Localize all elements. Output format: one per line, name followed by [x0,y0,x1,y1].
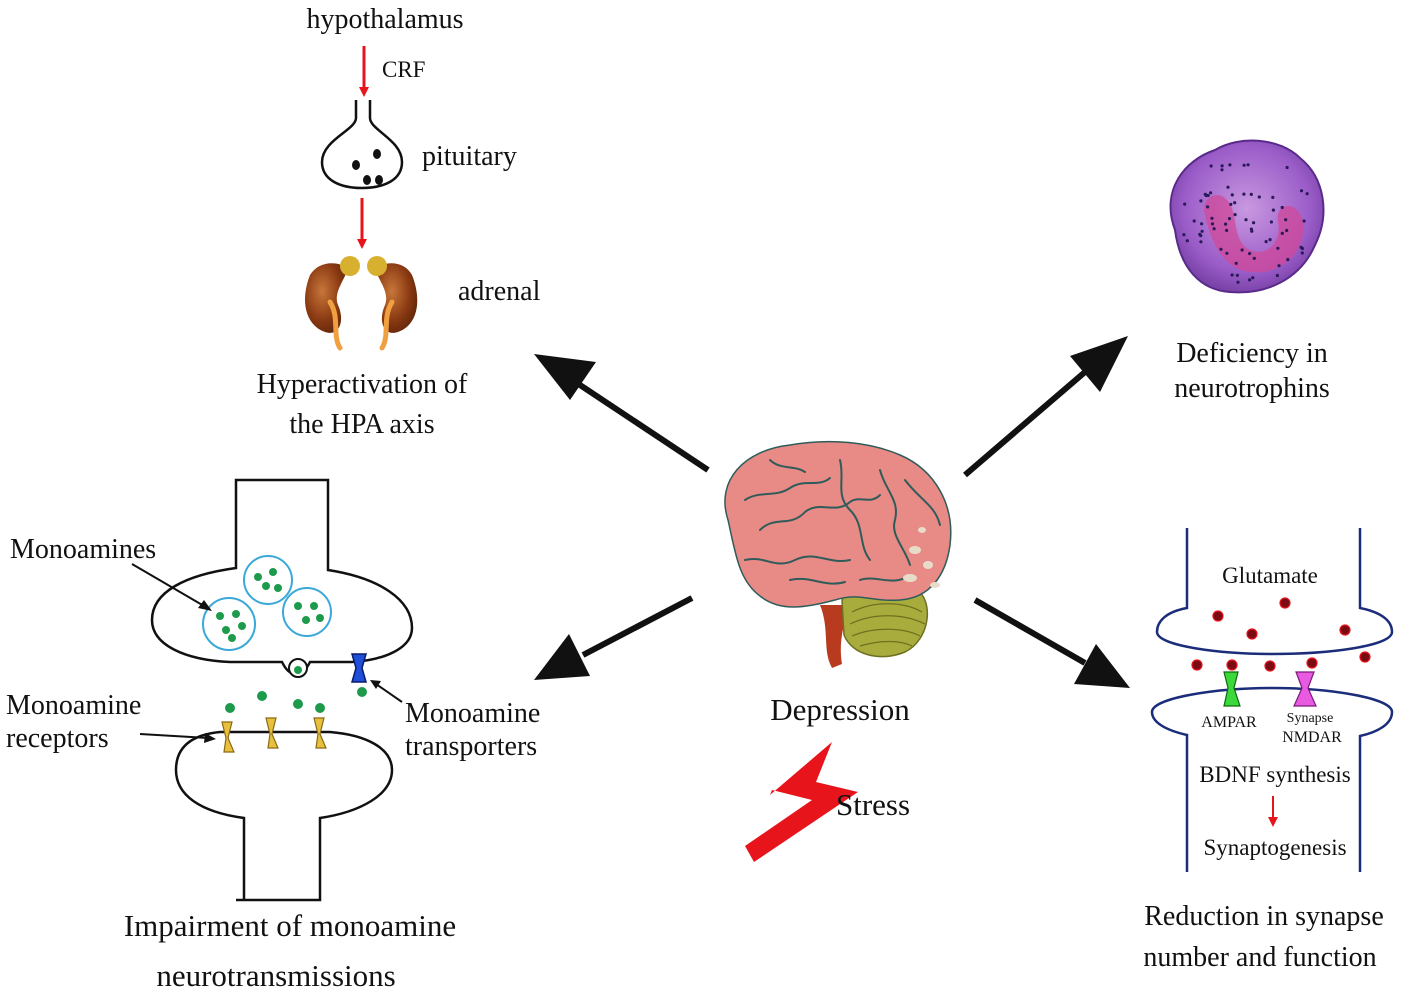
neurotrophins-caption-line2: neurotrophins [1174,373,1330,404]
monoamine-caption-line1: Impairment of monoamine [124,908,456,943]
nmdar-receptor-icon [1293,671,1317,707]
vesicle-1 [243,555,293,605]
arrow-to-monoamine [581,595,694,658]
arrow-to-synapse [973,597,1087,666]
glutamate-synapse-group: Glutamate AMPAR Synapse NMDAR BDNF synth… [1143,528,1394,973]
bdnf-label: BDNF synthesis [1199,762,1350,787]
adrenal-label: adrenal [458,276,541,307]
monoamine-caption-line2: neurotransmissions [156,958,395,993]
transporters-label-line1: Monoamine [405,698,540,729]
ampar-label: AMPAR [1201,714,1257,731]
brain-sulci [744,459,941,585]
brain-patches [903,527,940,588]
synapse-caption-line2: number and function [1143,942,1376,973]
arrow-to-hpa [578,382,710,473]
glutamate-label: Glutamate [1222,563,1318,588]
stress-lightning-icon [745,742,858,862]
black-arrows [534,336,1130,688]
left-kidney-icon [305,256,360,351]
postsynaptic-neuron [174,730,394,902]
brain-group: Depression Stress [724,440,952,862]
neurotrophins-group: Deficiency in neurotrophins [1169,139,1330,404]
monoamines-label: Monoamines [10,534,156,565]
synaptogenesis-label: Synaptogenesis [1203,835,1346,860]
depression-label: Depression [770,692,910,727]
pituitary-label: pituitary [422,141,517,172]
neurotrophins-caption-line1: Deficiency in [1176,338,1328,369]
cerebrum [724,440,952,608]
receptors-label-line1: Monoamine [6,690,141,721]
hypothalamus-label: hypothalamus [306,4,463,35]
synapse-caption-line1: Reduction in synapse [1144,901,1384,932]
monoamine-synapse-group: Monoamines Monoamine receptors Monoamine… [6,478,540,993]
receptors-label-line2: receptors [6,723,109,754]
hpa-axis-group: hypothalamus CRF pituitary adrenal Hyper… [257,4,541,440]
presynaptic-terminal [1155,528,1394,656]
cleft-monoamines [225,687,367,713]
vesicle-3 [282,587,332,637]
stress-label: Stress [836,787,910,822]
monoamine-receptor-icons [221,717,327,753]
nmdar-label-line1: Synapse [1287,711,1334,726]
glutamate-dots [1191,597,1371,672]
hpa-caption-line1: Hyperactivation of [257,369,468,400]
postsynaptic-terminal [1150,686,1394,872]
monoamines-pointer [131,563,205,607]
pituitary-granules [352,149,383,185]
right-kidney-icon [367,256,418,351]
arrow-to-neurotrophins [963,369,1087,478]
nmdar-label-line2: NMDAR [1282,729,1342,746]
pituitary-gland [320,100,404,190]
neurotrophin-dots [1182,163,1309,284]
cerebellum-folds [849,603,926,647]
transporters-label-line2: transporters [405,731,537,762]
transporters-pointer [375,683,403,703]
monoamine-transporter-icon [351,653,367,683]
neurotrophin-nucleus [1204,195,1304,273]
vesicle-2 [202,597,256,651]
receptors-pointer [139,733,209,739]
crf-label: CRF [382,57,425,82]
hpa-caption-line2: the HPA axis [289,409,434,440]
ampar-receptor-icon [1223,671,1241,707]
